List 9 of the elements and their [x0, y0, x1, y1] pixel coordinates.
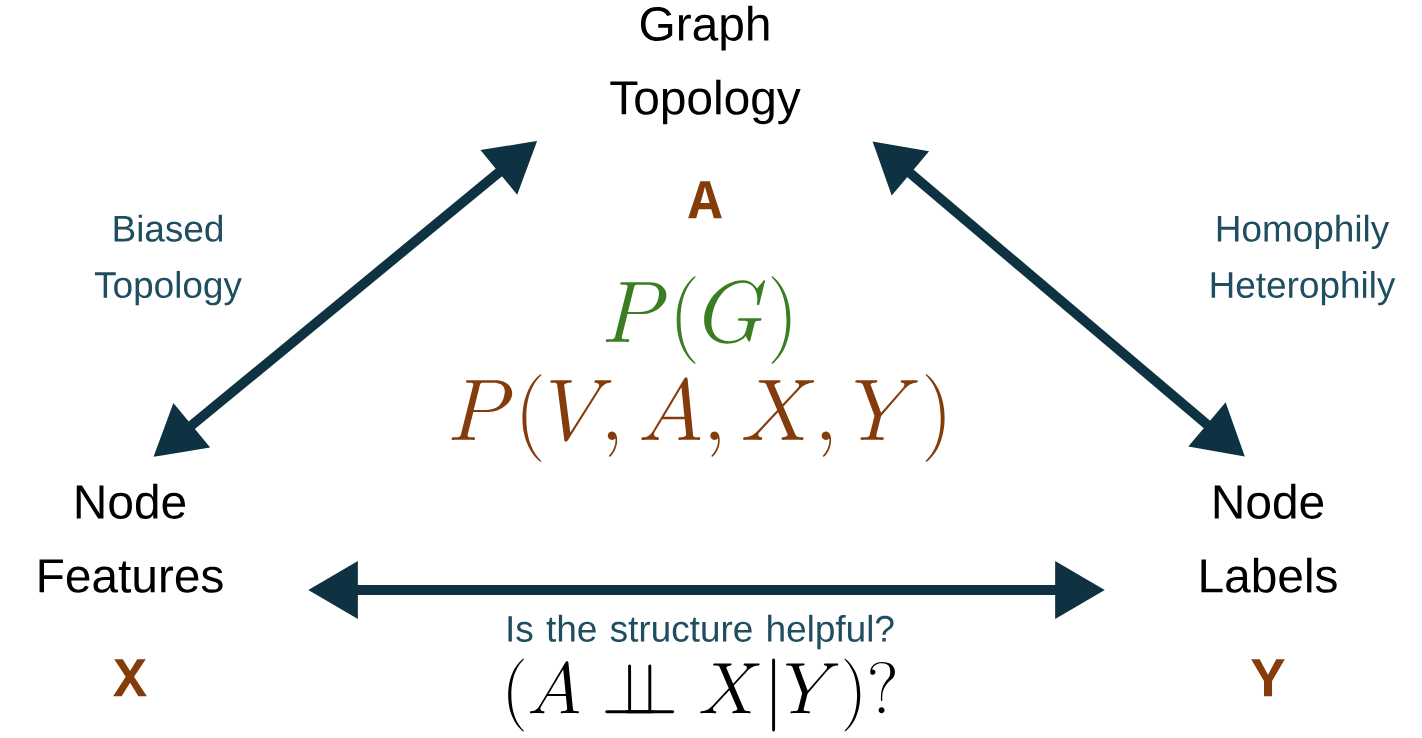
formula: $P(V, A, X, Y)$: [451, 374, 945, 462]
node-label: Node Labels Y: [1201, 483, 1337, 697]
node-label: Node Features X: [39, 483, 223, 697]
formula: $(A \perp\!\!\!\perp X | Y)?$: [508, 658, 895, 732]
edge-label: Biased Topology: [94, 214, 242, 306]
edge-label: Homophily Heterophily: [1211, 214, 1396, 306]
edge-label: Is the structure helpful?: [508, 614, 894, 650]
formula: $P(G)$: [605, 276, 791, 364]
node-label: Graph Topology A: [610, 5, 801, 219]
